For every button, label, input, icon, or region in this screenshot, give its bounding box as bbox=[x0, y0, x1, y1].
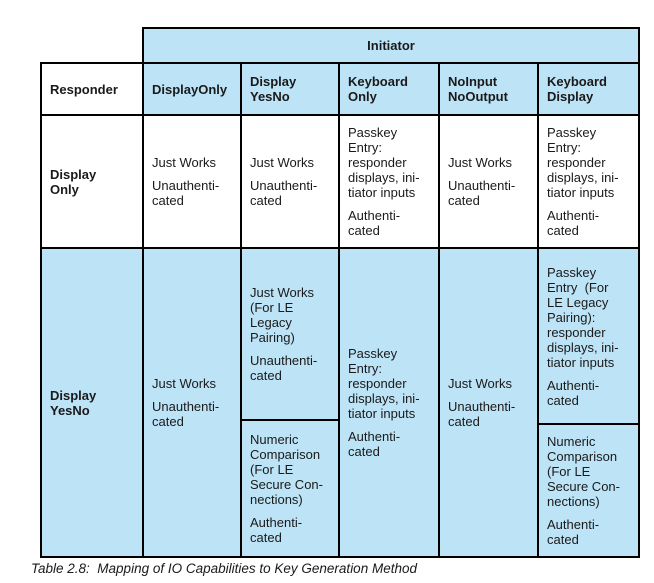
header-noinput-nooutput: NoInput NoOutput bbox=[438, 62, 539, 116]
header-display-yesno: Display YesNo bbox=[240, 62, 340, 116]
initiator-header-label: Initiator bbox=[367, 38, 415, 53]
cell-displayyesno-displayonly: Just Works Unauthenti- cated bbox=[142, 247, 242, 558]
cell-displayonly-displayyesno: Just Works Unauthenti- cated bbox=[240, 114, 340, 249]
cell-displayyesno-displayyesno-bottom: Numeric Comparison (For LE Secure Con- n… bbox=[240, 419, 340, 558]
header-keyboard-display: Keyboard Display bbox=[537, 62, 640, 116]
cell-displayyesno-keyboarddisplay-top: Passkey Entry (For LE Legacy Pairing): r… bbox=[537, 247, 640, 425]
cell-displayyesno-noinputnooutput: Just Works Unauthenti- cated bbox=[438, 247, 539, 558]
header-responder: Responder bbox=[40, 62, 144, 116]
cell-displayyesno-keyboarddisplay-bottom: Numeric Comparison (For LE Secure Con- n… bbox=[537, 423, 640, 558]
cell-displayonly-keyboardonly: Passkey Entry: responder displays, ini- … bbox=[338, 114, 440, 249]
table-caption: Table 2.8: Mapping of IO Capabilities to… bbox=[31, 561, 417, 576]
cell-displayyesno-keyboardonly: Passkey Entry: responder displays, ini- … bbox=[338, 247, 440, 558]
header-displayonly: DisplayOnly bbox=[142, 62, 242, 116]
header-keyboard-only: Keyboard Only bbox=[338, 62, 440, 116]
cell-displayonly-noinputnooutput: Just Works Unauthenti- cated bbox=[438, 114, 539, 249]
initiator-header-cell: Initiator bbox=[142, 27, 640, 64]
row-displayyesno-label: Display YesNo bbox=[40, 247, 144, 558]
cell-displayonly-keyboarddisplay: Passkey Entry: responder displays, ini- … bbox=[537, 114, 640, 249]
cell-displayyesno-displayyesno-top: Just Works (For LE Legacy Pairing) Unaut… bbox=[240, 247, 340, 421]
row-displayonly-label: Display Only bbox=[40, 114, 144, 249]
cell-displayonly-displayonly: Just Works Unauthenti- cated bbox=[142, 114, 242, 249]
